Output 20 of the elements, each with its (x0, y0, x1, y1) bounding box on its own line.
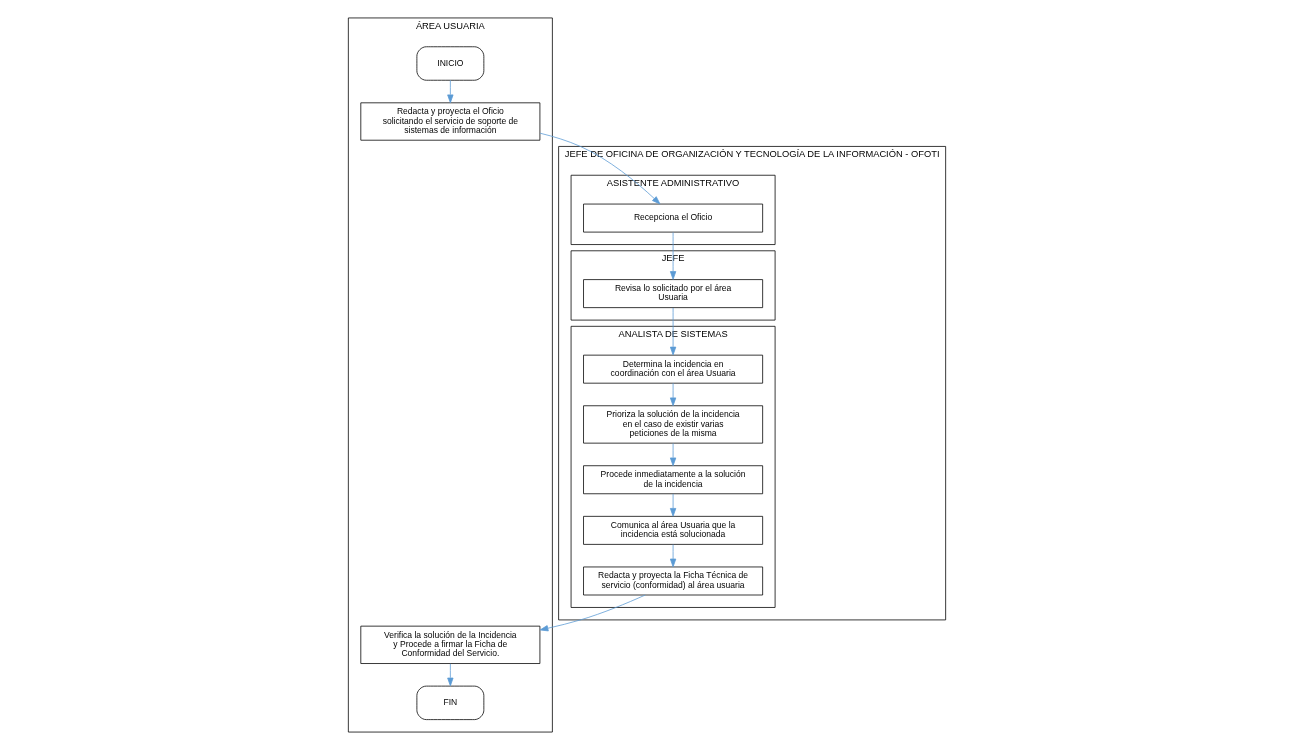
node-box: Comunica al área Usuaria que la incidencia está solucionada (583, 515, 764, 545)
node-box: Procede inmediatamente a la solución de la incidencia (583, 465, 764, 495)
node-box: INICIO (416, 46, 485, 81)
arrow (669, 544, 677, 568)
arrow (447, 79, 454, 104)
node-box: Revisa lo solicitado por el área Usuaria (583, 279, 764, 309)
node-box: Determina la incidencia en coordinación con el área Usuaria (583, 354, 764, 384)
arrow (447, 663, 454, 687)
node-box: Recepciona el Oficio (583, 203, 764, 233)
node-box: FIN (416, 685, 485, 720)
arrow (669, 493, 677, 517)
arrow (669, 307, 677, 356)
arrow (539, 132, 661, 205)
arrow (669, 382, 677, 407)
node-box: Verifica la solución de la Incidencia y Procede a firmar la Ficha de Conformidad del Servicio. (360, 625, 541, 664)
arrow (669, 232, 677, 280)
node-box: Prioriza la solución de la incidencia en el caso de existir varias peticiones de la misma (583, 405, 764, 444)
node-box: Redacta y proyecta el Oficio solicitando el servicio de soporte de sistemas de información (360, 102, 541, 141)
arrow (669, 443, 677, 467)
node-box: Redacta y proyecta la Ficha Técnica de servicio (conformidad) al área usuaria (583, 566, 764, 596)
